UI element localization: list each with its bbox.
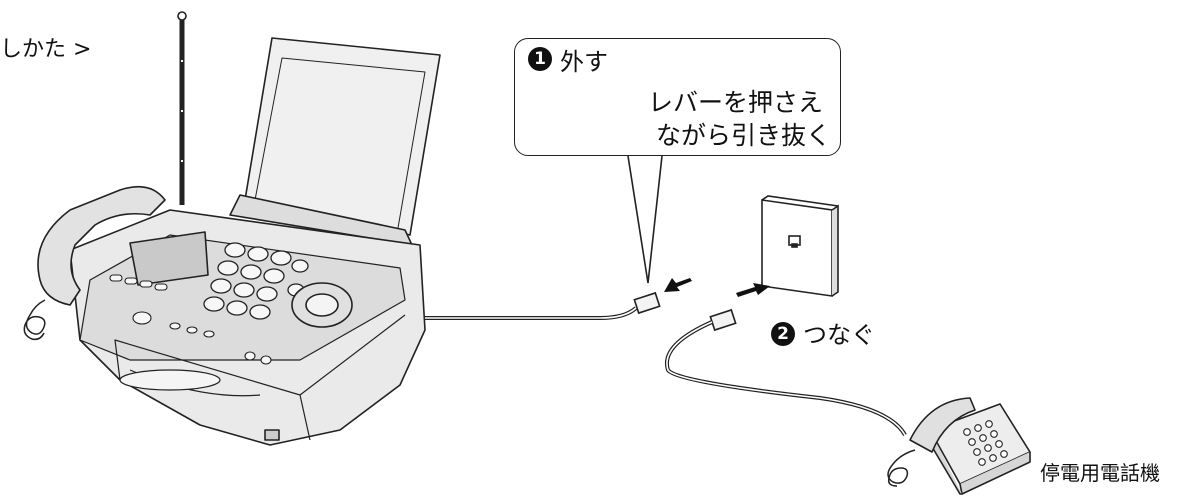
instruction-line-2: ながら引き抜く: [656, 121, 832, 150]
phone-keypad: [963, 420, 1008, 466]
instruction-line-1: レバーを押さえ: [648, 88, 824, 117]
step1-label: 外す: [560, 48, 608, 76]
phone-handset: [909, 397, 976, 453]
backup-phone-label: 停電用電話機: [1040, 461, 1160, 485]
fax-machine: [23, 11, 441, 446]
phone-curly-cord: [887, 449, 916, 487]
heading-fragment: しかた >: [0, 37, 92, 62]
fax-curly-cord: [23, 299, 46, 341]
fax-line-cord: [425, 306, 638, 320]
callout-box: [514, 38, 841, 156]
fax-handset: [37, 185, 166, 306]
arrow-unplug: [664, 278, 692, 292]
callout-pointer: [627, 155, 663, 284]
step2-label: つなぐ: [803, 321, 875, 349]
modular-plug-2: [709, 308, 737, 332]
backup-telephone: [887, 397, 1031, 495]
modular-plug-1: [633, 291, 661, 315]
step1-number-badge: 1: [528, 47, 552, 71]
antenna: [177, 11, 187, 205]
arrow-plug-in: [736, 283, 770, 297]
step2-number-badge: 2: [771, 322, 795, 346]
lcd-display: [129, 231, 209, 286]
wall-jack: [761, 195, 839, 297]
keypad: [203, 242, 309, 320]
